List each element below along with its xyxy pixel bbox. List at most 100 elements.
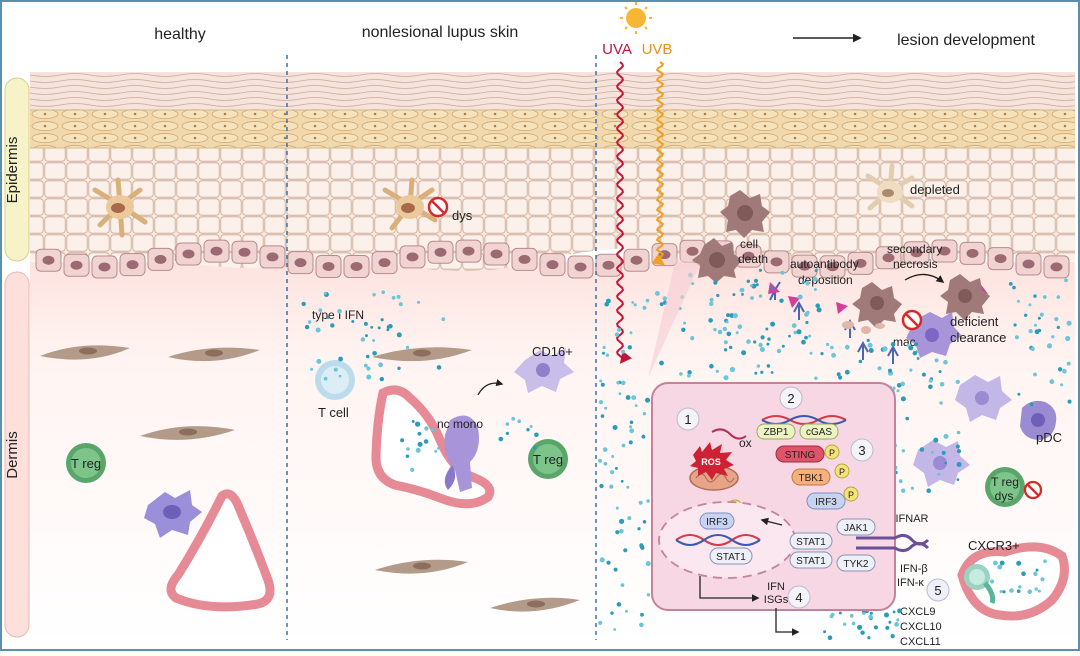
basal-cell-nucleus — [546, 260, 559, 270]
cytokine-dot — [633, 303, 637, 307]
cytokine-dot — [613, 628, 617, 631]
cytokine-dot — [396, 332, 402, 338]
deposition-label: deposition — [798, 273, 853, 287]
cytokine-dot — [1057, 367, 1063, 372]
cd16-label: CD16+ — [532, 344, 573, 359]
cytokine-dot — [533, 446, 537, 450]
cytokine-dot — [753, 340, 757, 344]
basal-cell-nucleus — [518, 254, 531, 264]
cytokine-dot — [411, 420, 415, 423]
stat1-nuc-label: STAT1 — [716, 552, 746, 563]
sting-label: STING — [785, 450, 816, 461]
cytokine-dot — [756, 364, 761, 368]
nc-mono-label: nc mono — [437, 417, 483, 431]
cytokine-dot — [372, 339, 376, 342]
cytokine-dot — [517, 419, 521, 424]
nuclear-dna-icon — [675, 534, 761, 546]
cytokine-dot — [639, 544, 644, 549]
cytokine-dot — [919, 447, 925, 452]
treg-nonlesional: T reg — [528, 439, 568, 479]
p-badge-3: P — [848, 490, 854, 500]
cytokine-dot — [316, 358, 322, 364]
cytokine-dot — [1051, 335, 1055, 339]
inset-callout — [648, 258, 700, 378]
cytokine-dot — [642, 412, 647, 416]
cytokine-dot — [616, 602, 622, 607]
ifn-beta-label: IFN-β — [900, 563, 928, 575]
cgas-label: cGAS — [806, 427, 832, 438]
basal-cell-nucleus — [630, 255, 643, 265]
cytokine-dot — [628, 440, 633, 445]
basal-cell-nucleus — [686, 246, 699, 256]
step5-label: 5 — [934, 583, 941, 598]
tbk1-box — [791, 468, 831, 486]
cytokine-dot — [990, 579, 995, 584]
cytokine-dot — [726, 313, 730, 318]
cytokine-dot — [1014, 335, 1019, 340]
cytokine-dot — [716, 293, 720, 298]
cytokine-dot — [623, 548, 628, 553]
cytokine-dot — [441, 317, 446, 322]
cytokine-dot — [379, 376, 384, 382]
cytokine-dot — [750, 284, 753, 288]
cytokine-dot — [804, 335, 808, 340]
cytokine-dot — [415, 447, 421, 453]
irf3-box-cyto — [806, 492, 846, 510]
cytokine-dot — [805, 320, 809, 325]
cytokine-dot — [406, 447, 410, 451]
cytokine-dot — [793, 330, 797, 335]
cytokine-dot — [928, 384, 933, 390]
cytokine-dot — [1016, 589, 1021, 593]
cytokine-dot — [683, 321, 687, 325]
basal-cell-nucleus — [602, 260, 615, 270]
cytokine-dot — [646, 593, 651, 597]
nc-mono-arrow — [477, 379, 504, 396]
cytokine-dot — [398, 302, 403, 307]
depleted-label: depleted — [910, 182, 960, 197]
cytokine-dot — [723, 375, 729, 381]
stat1-b-label: STAT1 — [796, 556, 826, 567]
cytokine-dot — [415, 421, 421, 427]
cytokine-dot — [614, 332, 620, 337]
treg-healthy-label: T reg — [71, 456, 101, 471]
fibroblast-nonlesional — [372, 347, 580, 612]
basal-cell-nucleus — [490, 249, 503, 259]
cytokine-dot — [1054, 317, 1059, 322]
cytokine-dot — [380, 318, 384, 322]
cytokine-dot — [1027, 589, 1033, 594]
dermis-side-bar — [4, 271, 30, 638]
cytokine-dot — [645, 561, 651, 567]
cytokine-dot — [993, 560, 998, 566]
pdc-label: pDC — [1036, 430, 1062, 445]
cytokine-dot — [615, 530, 620, 535]
dendritic-cell-healthy — [92, 177, 148, 238]
cytokine-dot — [836, 372, 841, 377]
cytokine-dot — [956, 478, 960, 481]
secondary-label: secondary — [887, 242, 942, 256]
cytokine-dot — [1021, 571, 1026, 576]
isgs-label: ISGs — [764, 594, 789, 606]
cytokine-dot — [619, 518, 625, 524]
cytokine-dot — [1009, 588, 1014, 593]
cytokine-dot — [732, 293, 736, 297]
cytokine-dot — [866, 338, 870, 342]
cytokine-dot — [877, 366, 882, 371]
step2-label: 2 — [787, 391, 794, 406]
cytokine-dot — [604, 301, 609, 307]
cytokine-dot — [388, 323, 393, 329]
epidermis-label: Epidermis — [4, 137, 21, 204]
cytokine-dot — [750, 296, 754, 300]
cytokine-dot — [941, 450, 946, 455]
oxidized-dna-icon — [711, 428, 747, 440]
basal-cell-nucleus — [574, 262, 587, 272]
uvb-label: UVB — [642, 41, 673, 58]
cytokine-dot — [1066, 320, 1072, 326]
dys-lesion-label: dys — [995, 489, 1014, 503]
cytokine-dot — [606, 560, 611, 565]
basal-cell-nucleus — [770, 257, 783, 267]
inset-step-circles — [676, 386, 874, 609]
cytokine-dot — [709, 363, 714, 369]
cytokine-dot — [729, 366, 736, 373]
cytokine-dot — [1064, 278, 1068, 283]
cytokine-dot — [843, 622, 847, 626]
